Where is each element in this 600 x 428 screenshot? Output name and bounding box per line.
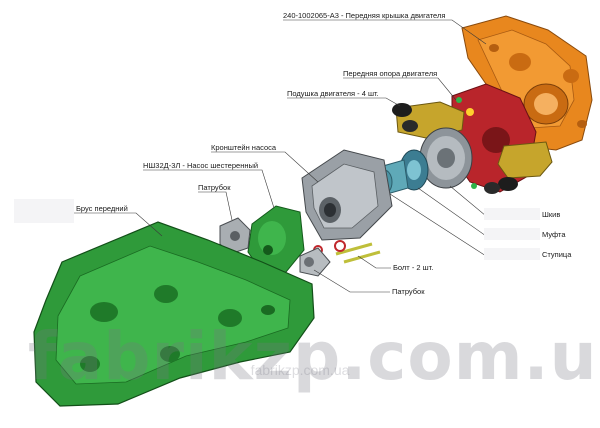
- label-coupling: Муфта: [542, 230, 566, 239]
- label-hub: Ступица: [542, 250, 572, 259]
- pump-bracket-part: [301, 149, 393, 241]
- label-front-cover: 240-1002065-А3 - Передняя крышка двигате…: [283, 11, 446, 20]
- gear-pump-part: [247, 205, 305, 273]
- watermark-main: fabrikzp.com.ua: [28, 318, 600, 395]
- label-pulley: Шкив: [542, 210, 561, 219]
- watermark-sub: fabrikzp.com.ua: [250, 362, 350, 378]
- blank-label-box: [484, 248, 540, 260]
- pulley-part: [419, 127, 473, 189]
- blank-label-box: [484, 228, 540, 240]
- label-front-support: Передняя опора двигателя: [343, 69, 438, 78]
- label-pump-bracket: Кронштейн насоса: [211, 143, 277, 152]
- label-engine-mounts: Подушка двигателя - 4 шт.: [287, 89, 379, 98]
- label-branch-pipe-top: Патрубок: [198, 183, 231, 192]
- branch-pipe-bottom-part: [299, 247, 331, 277]
- blank-label-box: [484, 208, 540, 220]
- front-cover-part: [461, 15, 593, 151]
- label-gear-pump: НШ32Д-3Л - Насос шестеренный: [143, 161, 259, 170]
- label-branch-pipe-bottom: Патрубок: [392, 287, 425, 296]
- front-beam-part: [33, 221, 315, 407]
- label-front-beam: Брус передний: [76, 204, 128, 213]
- blank-label-box: [14, 199, 74, 223]
- engine-mounts-part: [392, 97, 518, 194]
- label-bolts: Болт - 2 шт.: [393, 263, 434, 272]
